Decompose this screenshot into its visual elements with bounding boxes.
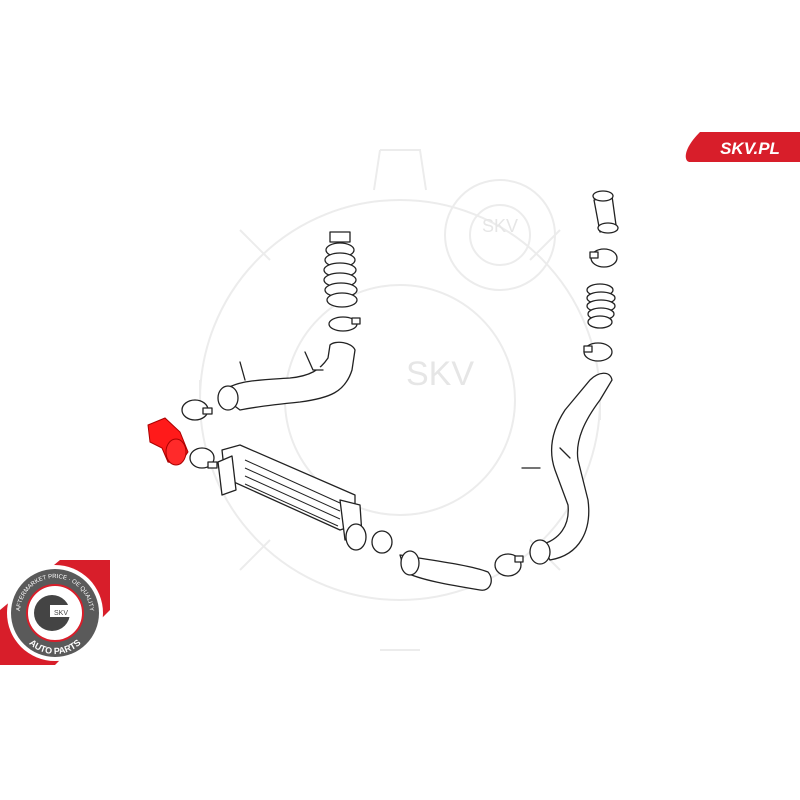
upper-pipe-left [219, 341, 356, 411]
hose-clamp [371, 530, 393, 554]
hose-clamp [189, 447, 218, 469]
hose-clamp [181, 399, 213, 421]
bellows-hose-left [323, 231, 358, 308]
hose-clamp [494, 553, 524, 577]
hose-clamp [328, 316, 361, 332]
brand-tag: SKV.PL [685, 132, 800, 162]
quality-badge: AFTERMARKET PRICE · OE QUALITY AUTO PART… [0, 560, 110, 665]
pipe-end [217, 385, 239, 411]
long-pipe-right [539, 372, 613, 561]
lower-hose [399, 554, 492, 591]
brand-label: SKV.PL [720, 139, 780, 158]
hose-clamp [583, 342, 613, 362]
pipe-bracket [521, 447, 571, 469]
bellows-hose-right [586, 283, 616, 329]
intercooler [217, 444, 367, 551]
pipe-bracket [239, 351, 324, 381]
hose-clamp [589, 248, 618, 268]
watermark-large-text: SKV [406, 355, 474, 393]
watermark-small-text: SKV [482, 216, 518, 236]
badge-center-text: SKV [54, 610, 68, 617]
highlighted-intercooler-hose [147, 417, 189, 466]
